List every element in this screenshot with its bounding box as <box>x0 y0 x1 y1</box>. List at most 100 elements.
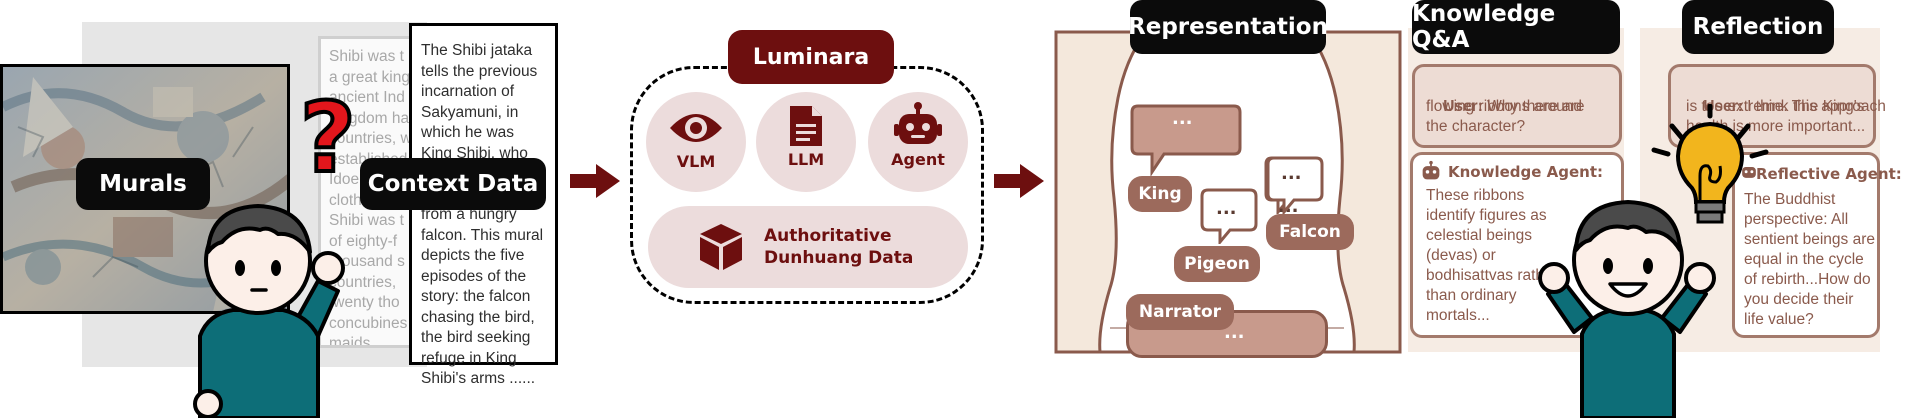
background-text-line: twenty tho <box>329 294 400 311</box>
document-text-line: falcon. This mural <box>421 226 544 244</box>
ellipsis-text: ... <box>1172 108 1193 129</box>
node-llm-label: LLM <box>787 150 825 169</box>
question-line-1: Why there are <box>1482 98 1585 115</box>
person-confused-icon <box>193 204 345 418</box>
character-narrator: Narrator <box>1126 294 1234 330</box>
background-text-line: Idoe <box>329 171 360 188</box>
reflective-agent-label: Reflective Agent: <box>1756 165 1902 183</box>
background-text-line: kingdom ha <box>329 109 410 127</box>
reflective-answer-line: of rebirth...How do <box>1744 271 1871 288</box>
document-icon <box>790 106 822 146</box>
ellipsis-text: ... <box>1216 198 1237 219</box>
user-label: User: <box>1443 98 1483 115</box>
knowledge-answer-line: mortals... <box>1426 307 1490 324</box>
document-text-line: Sakyamuni, in <box>421 103 519 121</box>
knowledge-user-question <box>1412 64 1622 148</box>
lightbulb-icon <box>1651 104 1769 224</box>
speech-bubble-white-icon <box>1198 186 1199 187</box>
arrow-right-icon <box>570 164 620 198</box>
document-text-line: chasing the bird, <box>421 308 535 326</box>
reflective-answer-line: The Buddhist <box>1744 191 1836 208</box>
eye-icon <box>670 114 722 142</box>
background-text-line: countries, well <box>329 130 412 147</box>
robot-icon <box>1742 167 1756 178</box>
node-vlm: VLM <box>646 92 746 192</box>
speech-bubble-white-left-icon <box>1200 188 1258 244</box>
node-agent-label: Agent <box>891 150 945 169</box>
character-king: King <box>1128 176 1192 212</box>
question-mark: ? <box>298 82 358 194</box>
document-text-line: incarnation of <box>421 83 515 100</box>
document-text-line: story: the falcon <box>421 288 531 305</box>
knowledge-answer-line: than ordinary <box>1426 287 1517 304</box>
speech-bubble-white-icon <box>1264 186 1265 187</box>
reflective-answer-line: equal in the cycle <box>1744 251 1864 268</box>
reflection-title: Reflection <box>1682 0 1834 54</box>
document-text-line: which he was <box>421 124 515 141</box>
murals-label: Murals <box>76 158 210 210</box>
background-text-line: a great king <box>329 68 410 86</box>
knowledge-answer-line: (devas) or <box>1426 247 1496 264</box>
reflective-answer-line: you decide their <box>1744 291 1854 308</box>
document-text-line: refuge in King <box>421 349 517 367</box>
document-text-line: The Shibi jataka <box>421 42 533 59</box>
document-text-line: Shibi's arms ...... <box>421 370 536 387</box>
background-text-line: thousand s <box>329 253 405 270</box>
background-text-line: Shibi was t <box>329 48 404 65</box>
background-text-line: of eighty-f <box>329 232 398 250</box>
knowledge-answer-line: celestial beings <box>1426 227 1532 244</box>
document-text-line: the bird seeking <box>421 329 531 346</box>
comment-line-1: I think this approach <box>1742 98 1886 115</box>
background-article-text: Shibi was t a great king ancient Ind kingdo… <box>329 47 412 348</box>
knowledge-answer-line: identify figures as <box>1426 207 1547 224</box>
dunhuang-data-line1: Authoritative <box>764 226 892 246</box>
background-text-line: concubines <box>329 314 408 332</box>
document-text-line: depicts the five <box>421 247 525 264</box>
document-text-line: tells the previous <box>421 62 538 80</box>
node-vlm-label: VLM <box>676 152 716 171</box>
speech-bubble-white-icon <box>1266 156 1324 214</box>
speech-bubble-brown-icon <box>1130 104 1242 176</box>
dunhuang-data-source: Authoritative Dunhuang Data <box>648 206 968 288</box>
document-text-line: King Shibi, who <box>421 144 528 162</box>
representation-title: Representation <box>1128 0 1328 54</box>
background-text-line: countries, <box>329 273 397 291</box>
cube-icon <box>700 224 742 270</box>
knowledge-user-question-text: User: Why there are <box>1426 77 1585 137</box>
knowledge-answer-line: These ribbons <box>1426 187 1525 204</box>
document-text-line: episodes of the <box>421 267 527 285</box>
reflective-answer-line: sentient beings are <box>1744 231 1875 248</box>
speech-bubble-white-icon <box>1264 156 1265 157</box>
person-happy-icon <box>1538 200 1716 418</box>
character-falcon: Falcon <box>1266 214 1354 250</box>
document-text-line: from a hungry <box>421 206 517 223</box>
reflective-answer-line: life value? <box>1744 311 1814 328</box>
dunhuang-data-line2: Dunhuang Data <box>764 248 914 268</box>
background-text-line: ancient Ind <box>329 89 405 106</box>
context-data-label: Context Data <box>360 158 546 210</box>
question-line-2: flowing ribbons around <box>1426 98 1582 115</box>
reflective-agent-answer <box>1732 152 1880 338</box>
character-pigeon: Pigeon <box>1174 246 1260 282</box>
reflective-answer-line: perspective: All <box>1744 211 1849 228</box>
ellipsis-text: ... <box>1224 322 1245 343</box>
arrow-right-icon <box>994 164 1044 198</box>
knowledge-agent-label: Knowledge Agent: <box>1448 163 1604 181</box>
knowledge-qa-title: Knowledge Q&A <box>1412 0 1620 54</box>
node-agent: Agent <box>868 92 968 192</box>
robot-icon <box>1422 160 1440 180</box>
theater-stage <box>1054 30 1402 354</box>
background-text-line: maids ...... <box>329 335 401 348</box>
question-line-3: the character? <box>1426 118 1526 135</box>
background-text-line: Shibi was t <box>329 212 404 229</box>
reflective-answer-text: The Buddhist perspective: All sentient bei… <box>1744 190 1875 330</box>
node-llm: LLM <box>756 92 856 192</box>
user-label: User: <box>1703 98 1743 115</box>
robot-icon <box>894 102 942 144</box>
context-document-text: The Shibi jataka tells the previous incarn… <box>421 41 543 390</box>
reflection-user-comment-text: User: I think this approach <box>1686 77 1886 137</box>
knowledge-answer-text: These ribbons identify figures as celestia… <box>1426 186 1558 326</box>
knowledge-agent-answer <box>1410 152 1624 338</box>
ellipsis-text: ... <box>1281 163 1302 184</box>
